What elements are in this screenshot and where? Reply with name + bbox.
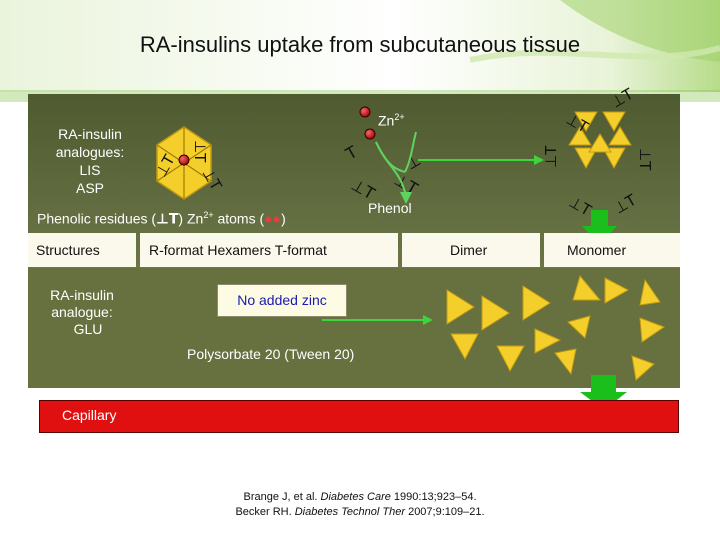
zn-label: Zn2+ — [378, 112, 405, 129]
phenol-label: Phenol — [368, 200, 412, 216]
references: Brange J, et al. Diabetes Care 1990:13;9… — [0, 490, 720, 520]
legend-prefix: Phenolic residues ( — [37, 210, 157, 227]
analogues-label: RA-insulin analogues: LIS ASP — [40, 125, 140, 197]
row-dimer-bg — [402, 233, 540, 267]
row-monomer-bg — [544, 233, 680, 267]
ref2-journal: Diabetes Technol Ther — [294, 506, 406, 518]
reference-2: Becker RH. Diabetes Technol Ther 2007;9:… — [0, 505, 720, 520]
analogues-line-3: LIS — [79, 162, 101, 178]
zinc-dots-icon: ●● — [264, 210, 282, 227]
capillary-label: Capillary — [62, 407, 117, 423]
legend: Phenolic residues (⊥T) Zn2+ atoms (●●) — [37, 210, 286, 228]
dimer-label: Dimer — [450, 242, 488, 258]
legend-close-paren: ) — [281, 210, 286, 227]
legend-sup: 2+ — [203, 210, 214, 220]
analogues-line-2: analogues: — [55, 144, 125, 160]
zn-label-text: Zn — [378, 112, 395, 129]
no-zinc-box: No added zinc — [217, 284, 347, 317]
ref1-journal: Diabetes Care — [320, 491, 391, 503]
analogues-line-1: RA-insulin — [58, 126, 122, 142]
glu-label: RA-insulin analogue: GLU — [42, 287, 122, 338]
ref2-authors: Becker RH. — [235, 506, 295, 518]
glu-line-2: analogue: — [51, 304, 113, 320]
structures-label: Structures — [36, 242, 100, 258]
analogues-line-4: ASP — [75, 180, 104, 196]
phenolic-symbol-icon: ⊥T — [156, 211, 179, 228]
row-formats-bg — [140, 233, 398, 267]
legend-middle: ) Zn — [178, 210, 204, 227]
formats-label: R-format Hexamers T-format — [149, 242, 327, 258]
glu-line-3: GLU — [73, 321, 103, 337]
glu-line-1: RA-insulin — [50, 287, 114, 303]
ref1-authors: Brange J, et al. — [243, 491, 321, 503]
legend-suffix: atoms ( — [213, 210, 265, 227]
row-structures-bg — [28, 233, 136, 267]
slide-title: RA-insulins uptake from subcutaneous tis… — [139, 32, 581, 57]
zn-label-sup: 2+ — [394, 112, 405, 122]
capillary-band — [39, 400, 679, 433]
ref2-details: 2007;9:109–21. — [405, 506, 485, 518]
reference-1: Brange J, et al. Diabetes Care 1990:13;9… — [0, 490, 720, 505]
ref1-details: 1990:13;923–54. — [390, 491, 477, 503]
polysorbate-label: Polysorbate 20 (Tween 20) — [187, 346, 355, 362]
monomer-label: Monomer — [567, 242, 627, 258]
